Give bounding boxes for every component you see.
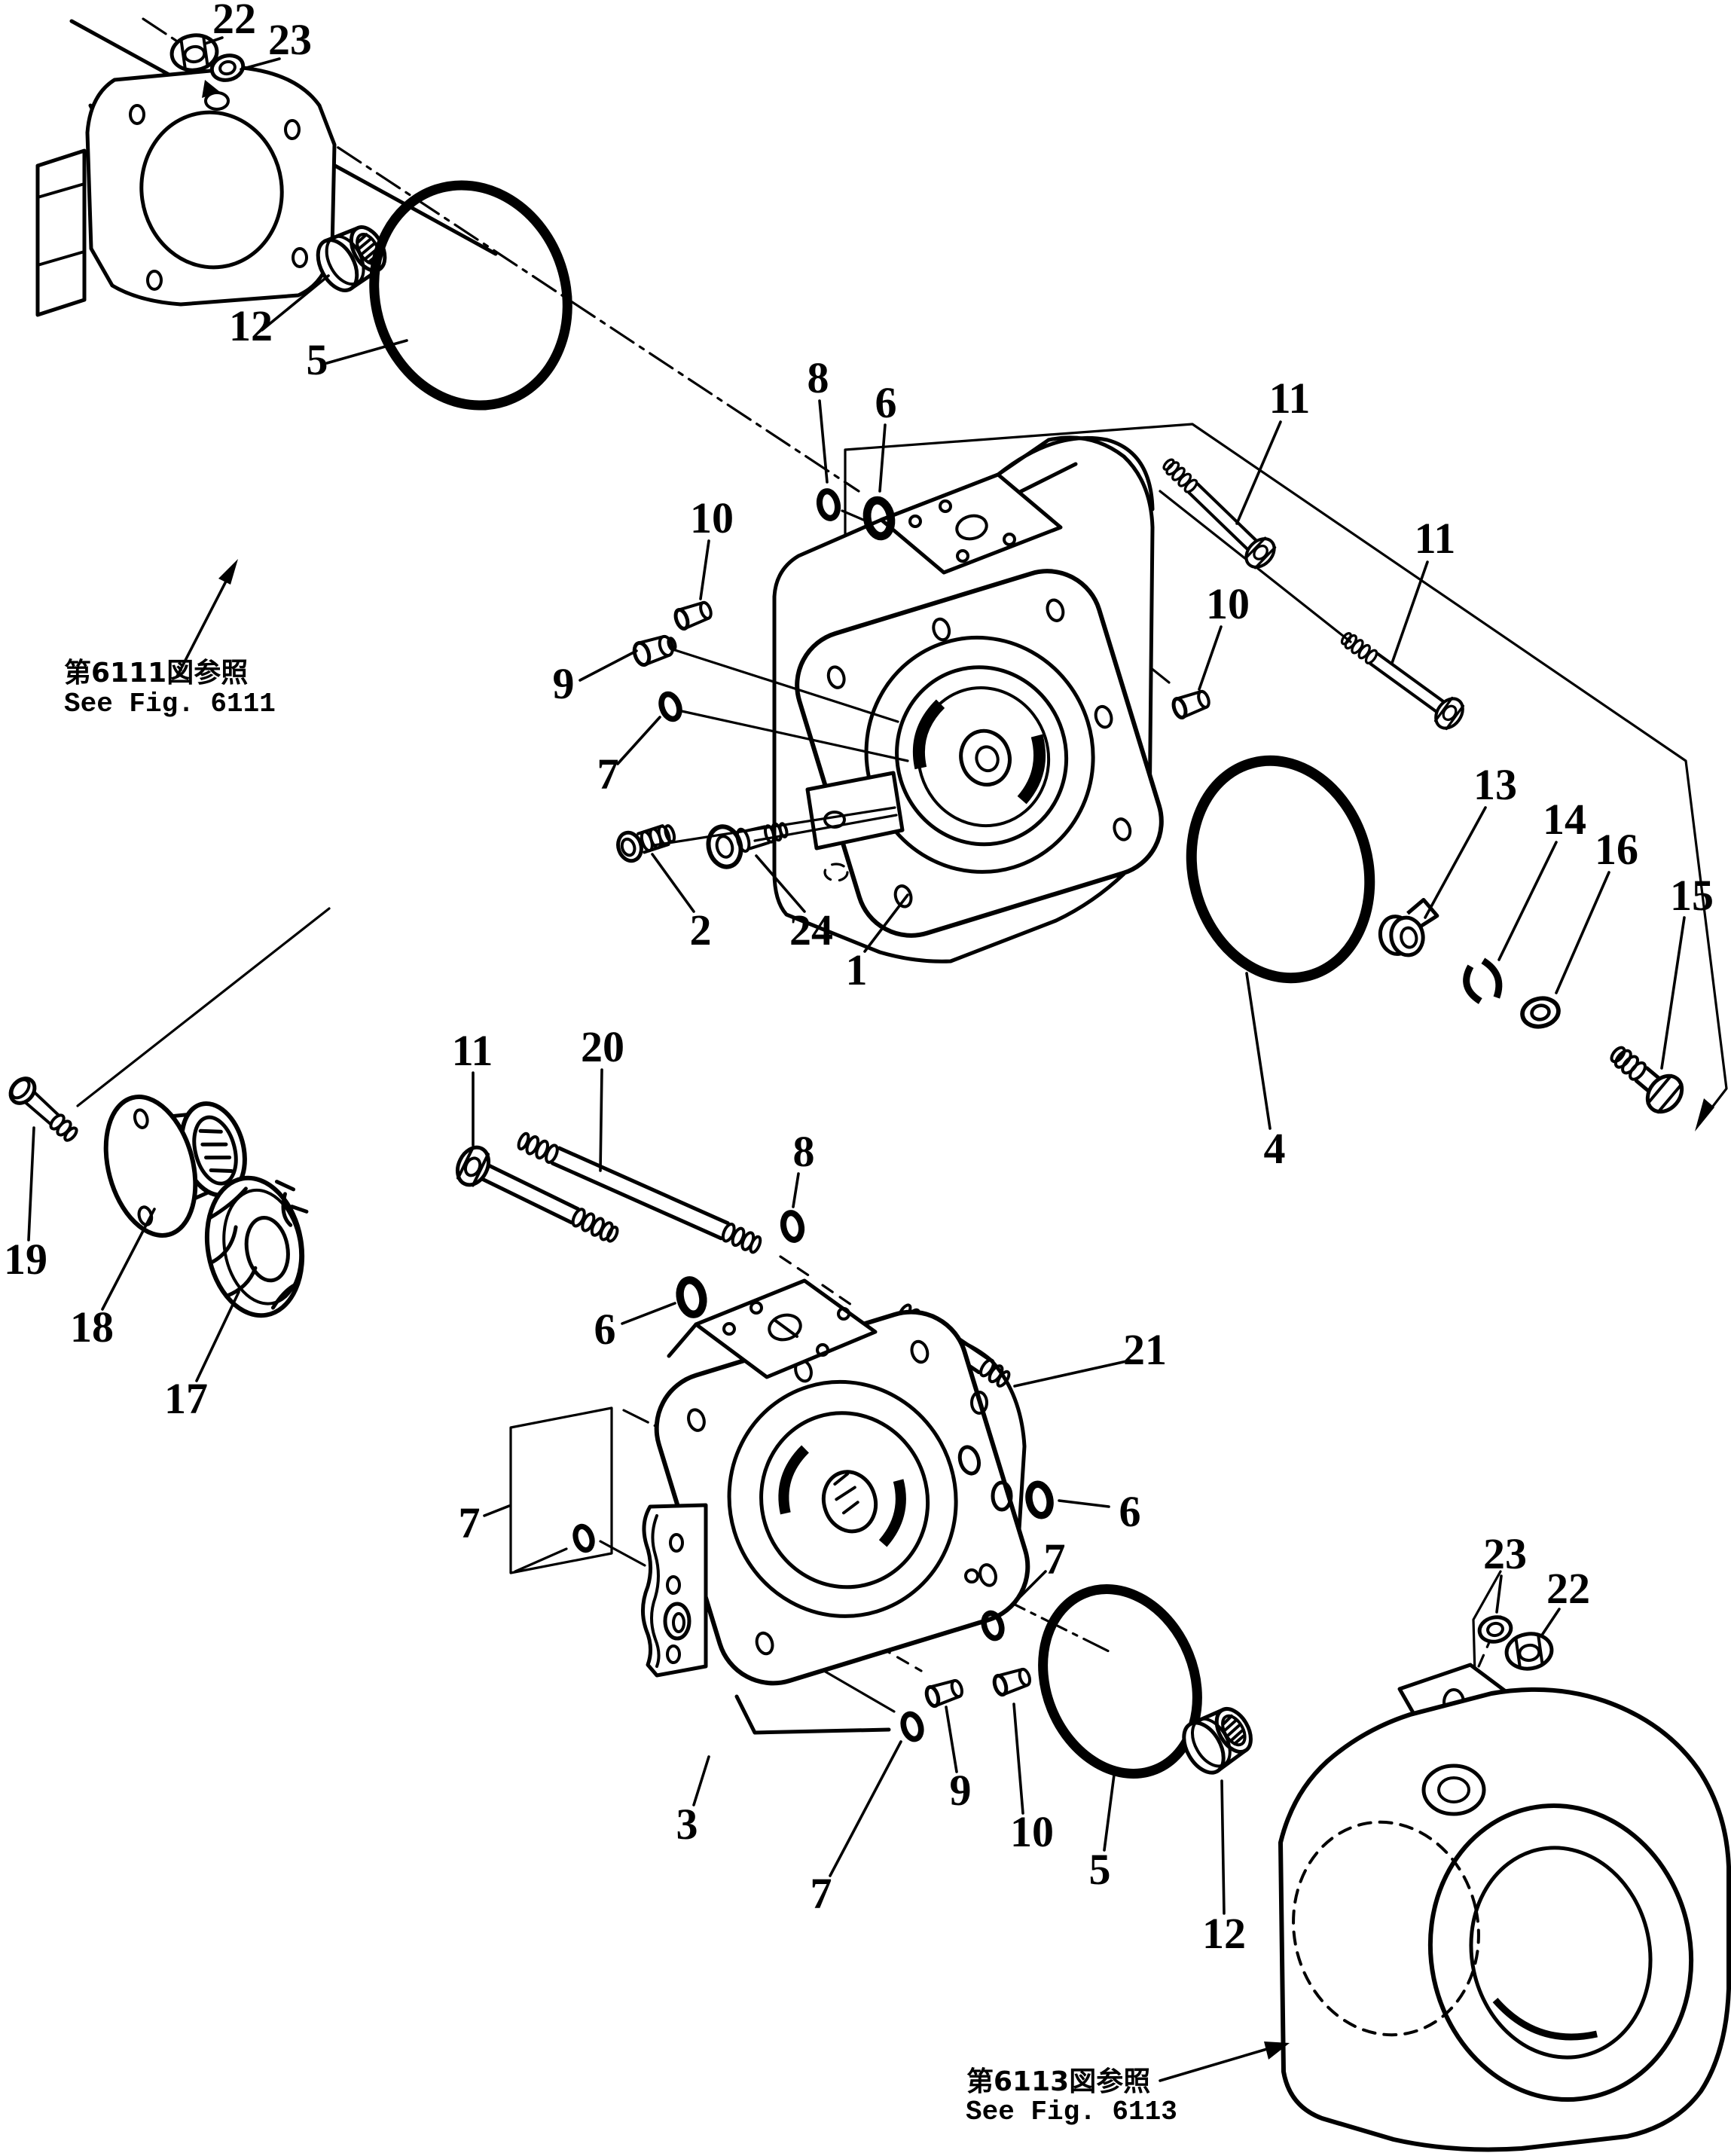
- callout-11-upper: 11: [1269, 374, 1311, 423]
- rear-housing-fig6113: [1278, 1663, 1731, 2152]
- callout-6-lower: 6: [1119, 1487, 1141, 1536]
- callout-8-middle: 8: [793, 1127, 815, 1176]
- callout-9-upper: 9: [553, 659, 575, 708]
- callout-12-top: 12: [229, 301, 273, 350]
- callout-11-lower: 11: [452, 1026, 493, 1075]
- assembly-lines-body1: [652, 648, 909, 847]
- callout-8-top: 8: [807, 353, 829, 402]
- callout-7-bottom: 7: [811, 1869, 832, 1918]
- fig6113-label-en: See Fig. 6113: [966, 2096, 1177, 2127]
- pump-body-1: [772, 435, 1164, 963]
- callout-labels: 22 23 12 5 8 6 11 11 10 10 9 7 2 24 1 4 …: [4, 0, 1714, 1958]
- callout-14: 14: [1543, 795, 1586, 844]
- callout-16: 16: [1595, 825, 1638, 874]
- callout-6-middle: 6: [594, 1305, 616, 1354]
- coupling-flange-18: [103, 1095, 247, 1238]
- callout-22-top: 22: [212, 0, 256, 43]
- fig6111-label-jp: 第6111図参照: [64, 658, 248, 689]
- callout-7-upper: 7: [597, 750, 619, 799]
- callout-17: 17: [164, 1374, 208, 1423]
- section-sheet: [509, 1406, 613, 1574]
- callout-1: 1: [846, 945, 868, 994]
- callout-15: 15: [1670, 871, 1714, 920]
- callout-22-bottom: 22: [1546, 1564, 1590, 1613]
- callout-18: 18: [70, 1302, 114, 1351]
- callout-21: 21: [1123, 1325, 1167, 1374]
- callout-9-bottom: 9: [950, 1766, 972, 1815]
- o-ring-4: [1186, 755, 1375, 984]
- fig6113-label-jp: 第6113図参照: [966, 2066, 1150, 2097]
- cover-plate-fig6111: [35, 66, 337, 317]
- eye-bolt-24: [706, 822, 789, 869]
- callout-7-right: 7: [1044, 1535, 1066, 1583]
- callout-7-left: 7: [459, 1498, 481, 1547]
- callout-20: 20: [581, 1022, 624, 1071]
- plug-9-upper: [632, 634, 677, 667]
- pump-body-3: [641, 1278, 1030, 1735]
- callout-23-top: 23: [268, 15, 312, 64]
- leader-lines: [27, 36, 1686, 1915]
- stud-hole-arrow-icon: [202, 80, 220, 98]
- callout-11-right: 11: [1415, 514, 1456, 563]
- annotation-fig6113: 第6113図参照 See Fig. 6113: [966, 2041, 1290, 2127]
- callout-5-top: 5: [307, 335, 328, 384]
- coupling-hub-17: [204, 1175, 309, 1318]
- screw-2: [616, 824, 676, 863]
- o-ring-5-bottom: [1038, 1584, 1202, 1779]
- callout-6-top: 6: [875, 378, 897, 427]
- annotation-fig6111: 第6111図参照 See Fig. 6111: [64, 559, 276, 719]
- callout-13: 13: [1473, 760, 1517, 809]
- fig6111-label-en: See Fig. 6111: [64, 689, 276, 719]
- callout-3: 3: [676, 1800, 698, 1849]
- callout-12-bottom: 12: [1202, 1909, 1246, 1958]
- fig6111-arrow-icon: [218, 559, 238, 585]
- callout-2: 2: [690, 905, 712, 954]
- snap-ring-14: [1463, 957, 1503, 1004]
- callout-10-left: 10: [690, 493, 734, 542]
- fig6113-arrow-icon: [1264, 2041, 1290, 2060]
- boundary-arrowhead-icon: [1695, 1098, 1714, 1131]
- callout-4: 4: [1264, 1124, 1286, 1173]
- callout-23-bottom: 23: [1483, 1529, 1527, 1578]
- callout-19: 19: [4, 1235, 47, 1284]
- callout-10-right: 10: [1206, 579, 1250, 628]
- callout-24: 24: [789, 905, 833, 954]
- callout-10-bottom: 10: [1010, 1807, 1054, 1856]
- callout-5-bottom: 5: [1089, 1845, 1111, 1894]
- o-ring-5-top: [369, 180, 572, 411]
